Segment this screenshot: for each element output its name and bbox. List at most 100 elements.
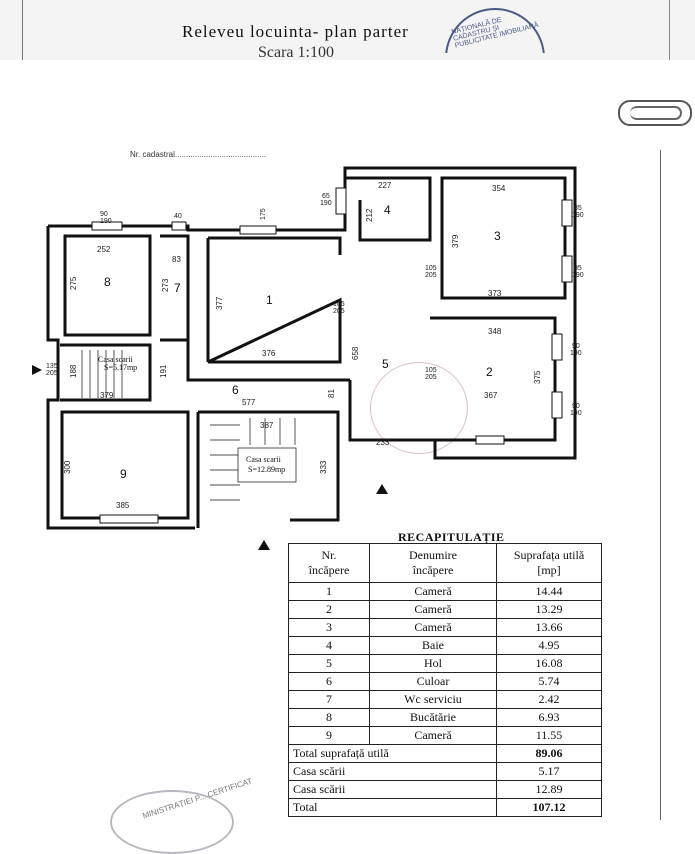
room-number-cell: 9 — [288, 726, 370, 745]
stair-treads — [81, 350, 297, 501]
stair-label: Casa scarii — [98, 355, 134, 364]
room-number-cell: 5 — [288, 654, 370, 673]
room-number-cell: 4 — [288, 636, 370, 655]
room-name-cell: Cameră — [369, 600, 497, 619]
opening-label: 205 — [333, 308, 345, 315]
dimension-label: 367 — [484, 391, 498, 400]
back-page-edge — [22, 0, 23, 60]
opening-label: 175 — [260, 208, 267, 220]
dimension-label: 373 — [488, 289, 502, 298]
entrance-arrows — [32, 365, 388, 550]
dimension-label: 385 — [116, 501, 130, 510]
dimension-label: 387 — [260, 421, 274, 430]
dimension-label: 191 — [159, 364, 168, 378]
total-label: Casa scării — [288, 762, 497, 781]
opening-label: 85 — [574, 265, 582, 272]
room-area-cell: 16.08 — [496, 654, 602, 673]
opening-label: 105 — [425, 265, 437, 272]
dimension-label: 376 — [262, 349, 276, 358]
opening-label: 190 — [100, 218, 112, 225]
room-name-cell: Cameră — [369, 726, 497, 745]
opening-label: 90 — [100, 211, 108, 218]
dimension-label: 379 — [451, 234, 460, 248]
cadastral-label: Nr. cadastral...........................… — [130, 150, 267, 159]
stair-area: S=12.89mp — [248, 465, 285, 474]
room-number-cell: 7 — [288, 690, 370, 709]
room-number: 7 — [174, 281, 181, 295]
room-area-cell: 13.66 — [496, 618, 602, 637]
dimension-label: 300 — [63, 460, 72, 474]
plan-windows — [91, 187, 573, 524]
room-number-cell: 2 — [288, 600, 370, 619]
dimension-label: 375 — [533, 370, 542, 384]
room-area-cell: 6.93 — [496, 708, 602, 727]
room-name-cell: Culoar — [369, 672, 497, 691]
paperclip-icon — [618, 100, 692, 126]
stair-label: Casa scarii — [246, 455, 282, 464]
faded-stamp — [370, 362, 468, 454]
opening-label: 135 — [46, 363, 58, 370]
room-number: 3 — [494, 229, 501, 243]
opening-label: 190 — [572, 212, 584, 219]
dimension-label: 577 — [242, 398, 256, 407]
total-label: Total suprafață utilă — [288, 744, 497, 763]
dimension-label: 275 — [69, 276, 78, 290]
opening-label: 105 — [333, 301, 345, 308]
opening-label: 40 — [174, 213, 182, 220]
opening-label: 90 — [572, 403, 580, 410]
room-name-cell: Baie — [369, 636, 497, 655]
room-area-cell: 14.44 — [496, 582, 602, 601]
official-stamp — [110, 790, 234, 854]
dimension-label: 354 — [492, 184, 506, 193]
opening-label: 190 — [570, 350, 582, 357]
dimension-label: 379 — [100, 391, 114, 400]
room-number: 8 — [104, 275, 111, 289]
room-name-cell: Hol — [369, 654, 497, 673]
room-name-cell: Bucătărie — [369, 708, 497, 727]
dimension-label: 83 — [172, 255, 181, 264]
room-area-cell: 13.29 — [496, 600, 602, 619]
column-header: Nr. încăpere — [288, 543, 370, 583]
recap-table: Nr. încăpere Denumire încăpere Suprafața… — [288, 543, 602, 817]
room-number-cell: 8 — [288, 708, 370, 727]
room-name-cell: Wc serviciu — [369, 690, 497, 709]
dimension-label: 658 — [351, 346, 360, 360]
opening-label: 205 — [425, 374, 437, 381]
dimension-label: 227 — [378, 181, 392, 190]
recap-title: RECAPITULAȚIE — [398, 530, 505, 544]
total-value: 107.12 — [496, 798, 602, 817]
dimension-label: 252 — [97, 245, 111, 254]
room-area-cell: 5.74 — [496, 672, 602, 691]
total-label: Total — [288, 798, 497, 817]
dimension-label: 333 — [319, 460, 328, 474]
column-header: Suprafața utilă [mp] — [496, 543, 602, 583]
back-page-scale: Scara 1:100 — [258, 44, 334, 61]
opening-label: 190 — [570, 410, 582, 417]
page-edge — [660, 150, 661, 820]
back-page-edge — [669, 0, 670, 60]
total-value: 5.17 — [496, 762, 602, 781]
dimension-label: 377 — [215, 296, 224, 310]
room-number: 9 — [120, 467, 127, 481]
room-name-cell: Cameră — [369, 582, 497, 601]
paperclip-icon — [630, 106, 682, 120]
dimension-label: 348 — [488, 327, 502, 336]
room-number: 6 — [232, 383, 239, 397]
opening-label: 85 — [574, 205, 582, 212]
opening-label: 90 — [572, 343, 580, 350]
room-number: 4 — [384, 203, 391, 217]
dimension-label: 273 — [161, 278, 170, 292]
back-page-sheet: Releveu locuinta- plan parter Scara 1:10… — [0, 0, 695, 62]
dimension-label: 188 — [69, 364, 78, 378]
opening-label: 190 — [572, 272, 584, 279]
dimension-label: 81 — [327, 389, 336, 398]
room-number-cell: 6 — [288, 672, 370, 691]
